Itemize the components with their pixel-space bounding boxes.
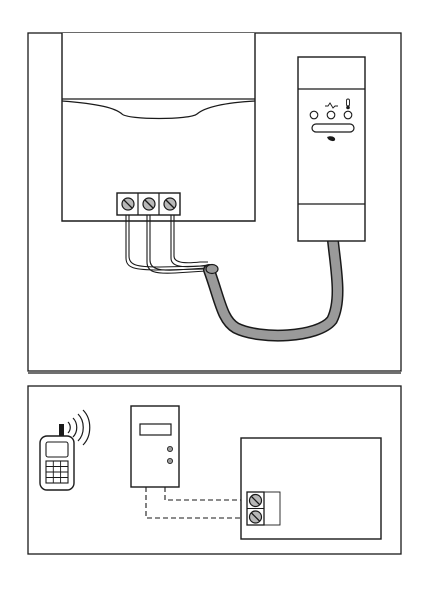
receiver-slot: [312, 124, 354, 132]
boiler-terminal-screw: [164, 198, 176, 210]
heater-terminal-screw: [250, 495, 262, 507]
thermostat-led: [167, 446, 172, 451]
thermostat-led: [167, 458, 172, 463]
heater-unit-icon: [241, 438, 381, 539]
boiler-terminal-screw: [143, 198, 155, 210]
receiver-indicator-led: [310, 111, 318, 119]
thermostat-icon: [131, 406, 179, 487]
cable-icon: [206, 241, 338, 336]
thermometer-symbol: [346, 99, 350, 109]
receiver-module-icon: [298, 57, 365, 241]
boiler-icon: [62, 33, 255, 221]
thermostat-display: [140, 424, 171, 435]
receiver-indicator-led: [344, 111, 352, 119]
heater-terminal-screw: [250, 511, 262, 523]
receiver-indicator-led: [327, 111, 335, 119]
cable-wires: [126, 215, 208, 273]
boiler-terminal-screw: [122, 198, 134, 210]
mobile-phone-icon: [40, 424, 74, 490]
dashed-connection: [146, 487, 249, 518]
